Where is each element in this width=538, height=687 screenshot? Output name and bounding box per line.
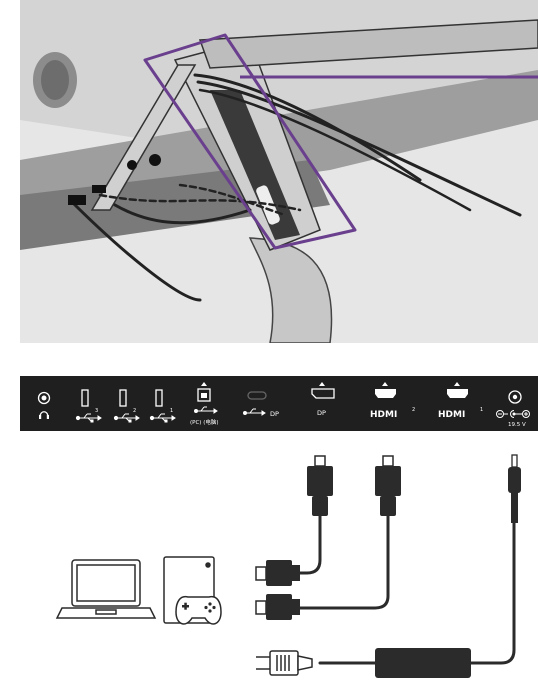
usb-c-icon xyxy=(243,408,266,416)
monitor-rear-illustration xyxy=(0,0,538,343)
dc-in-port: 19.5 V xyxy=(496,390,530,428)
game-console-icon xyxy=(163,556,222,625)
hdmi-icon xyxy=(447,389,468,398)
usb-3-number: 3 xyxy=(95,408,98,414)
usb-a-icon xyxy=(113,413,140,423)
usb-a-icon xyxy=(149,413,176,423)
usb-port-3: 3 xyxy=(75,389,102,423)
power-cable xyxy=(468,518,516,665)
headphone-port xyxy=(37,391,51,419)
dp-label: DP xyxy=(317,409,326,417)
stand-arm xyxy=(90,64,197,211)
wall-plug xyxy=(256,650,313,676)
port-panel: 3 2 1 xyxy=(20,376,538,431)
hdmi-2-number: 2 xyxy=(412,407,415,413)
hdmi-2-label: HDMI xyxy=(370,410,397,420)
stand-top-bar xyxy=(198,19,538,69)
hdmi-port-2: HDMI 2 xyxy=(370,382,415,420)
hdmi-plug-side-2 xyxy=(255,594,300,620)
cable-lines xyxy=(288,513,516,665)
displayport-icon xyxy=(311,388,335,399)
hdmi-1-label: HDMI xyxy=(438,410,465,420)
usb-a-icon xyxy=(75,413,102,423)
usb-port-1: 1 xyxy=(149,389,176,423)
laptop-icon xyxy=(55,559,157,619)
hdmi-plug-top-2 xyxy=(375,455,401,516)
dc-voltage-label: 19.5 V xyxy=(508,422,526,428)
dc-plug-top xyxy=(508,454,521,523)
usb-b-port: (PC) (电脑) xyxy=(190,382,219,426)
displayport-port: DP xyxy=(311,382,335,417)
usb-b-icon xyxy=(194,406,218,414)
usb-port-2: 2 xyxy=(113,389,140,423)
highlight-callout-box xyxy=(143,33,357,250)
power-adapter xyxy=(375,648,471,678)
usb-b-label: (PC) (电脑) xyxy=(190,418,219,426)
hdmi-port-1: HDMI 1 xyxy=(438,382,483,420)
usb-c-label: DP xyxy=(270,410,279,418)
cable-channel xyxy=(210,90,300,240)
hdmi-cable-1 xyxy=(288,513,322,575)
hdmi-1-number: 1 xyxy=(480,407,483,413)
hdmi-plug-side-1 xyxy=(255,560,300,586)
hdmi-cable-2 xyxy=(288,513,390,610)
cables-top xyxy=(68,73,522,302)
hdmi-icon xyxy=(375,389,396,398)
dc-power-icon xyxy=(496,410,530,418)
usb-c-port: DP xyxy=(243,391,279,418)
headphone-icon xyxy=(39,411,49,419)
hdmi-plug-top-1 xyxy=(307,455,333,516)
usb-1-number: 1 xyxy=(170,408,173,414)
usb-2-number: 2 xyxy=(133,408,136,414)
port-panel-bg xyxy=(20,376,538,431)
